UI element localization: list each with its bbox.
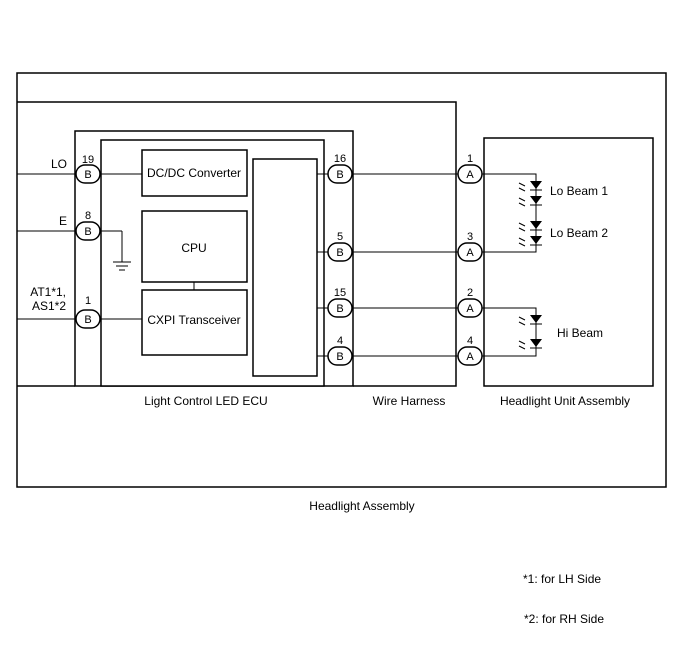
ecu-output-pin-number: 15 xyxy=(334,287,346,299)
ground-icon xyxy=(113,261,131,271)
connector-a-terminal xyxy=(457,346,483,366)
ecu-label: Light Control LED ECU xyxy=(144,394,267,408)
unit-pin-number: 2 xyxy=(467,287,473,299)
input-lo-label: LO xyxy=(51,157,67,171)
connector-b-letter: B xyxy=(84,314,91,326)
connector-b-letter: B xyxy=(336,303,343,315)
unit-pin-number: 4 xyxy=(467,335,473,347)
connector-a-letter: A xyxy=(466,169,474,181)
connector-b-letter: B xyxy=(84,169,91,181)
connector-b-terminal xyxy=(327,298,353,318)
connector-b-terminal xyxy=(327,164,353,184)
connector-a-terminal xyxy=(457,164,483,184)
led-icon xyxy=(518,236,542,247)
footnote-2: *2: for RH Side xyxy=(524,612,604,626)
dcdc-converter-block xyxy=(141,149,248,197)
footnote-1: *1: for LH Side xyxy=(523,572,601,586)
headlight-unit-label: Headlight Unit Assembly xyxy=(500,394,630,408)
connector-b-letter: B xyxy=(336,169,343,181)
led-icon xyxy=(518,181,542,192)
connector-b-terminal xyxy=(327,346,353,366)
hi-beam-label: Hi Beam xyxy=(557,326,603,340)
cpu-label: CPU xyxy=(181,241,206,255)
led-icon xyxy=(518,315,542,326)
input-e-label: E xyxy=(59,214,67,228)
input-at1-label: AT1*1, xyxy=(30,285,66,299)
headlight-assembly-label: Headlight Assembly xyxy=(309,499,414,513)
lo-beam-circuit xyxy=(484,173,537,253)
unit-pin-number: 3 xyxy=(467,231,473,243)
connector-b-terminal xyxy=(75,164,101,184)
connector-b-letter: B xyxy=(336,351,343,363)
connector-b-terminal xyxy=(327,242,353,262)
connector-b-terminal xyxy=(75,309,101,329)
connector-b-terminal xyxy=(75,221,101,241)
input-pin-number: 1 xyxy=(85,295,91,307)
input-pin-number: 8 xyxy=(85,210,91,222)
led-icon xyxy=(518,221,542,232)
wire-harness-label: Wire Harness xyxy=(373,394,446,408)
harness-frame xyxy=(17,101,457,387)
connector-b-letter: B xyxy=(336,247,343,259)
led-driver-block xyxy=(252,158,318,377)
cxpi-transceiver-label: CXPI Transceiver xyxy=(147,313,240,327)
headlight-unit-frame xyxy=(483,137,654,387)
connector-a-terminal xyxy=(457,298,483,318)
dcdc-converter-label: DC/DC Converter xyxy=(147,166,241,180)
hi-beam-circuit xyxy=(484,307,537,357)
ecu-output-pin-number: 4 xyxy=(337,335,343,347)
led-icon xyxy=(518,196,542,207)
cxpi-transceiver-block xyxy=(141,289,248,356)
lo-beam-2-label: Lo Beam 2 xyxy=(550,226,608,240)
connector-a-terminal xyxy=(457,242,483,262)
led-icon xyxy=(518,339,542,350)
input-pin-number: 19 xyxy=(82,154,94,166)
connector-a-letter: A xyxy=(466,303,474,315)
cpu-block xyxy=(141,210,248,283)
lo-beam-1-label: Lo Beam 1 xyxy=(550,184,608,198)
connector-b-letter: B xyxy=(84,226,91,238)
connector-a-letter: A xyxy=(466,247,474,259)
input-as1-label: AS1*2 xyxy=(32,299,66,313)
unit-pin-number: 1 xyxy=(467,153,473,165)
connector-a-letter: A xyxy=(466,351,474,363)
ecu-output-pin-number: 5 xyxy=(337,231,343,243)
ecu-output-pin-number: 16 xyxy=(334,153,346,165)
